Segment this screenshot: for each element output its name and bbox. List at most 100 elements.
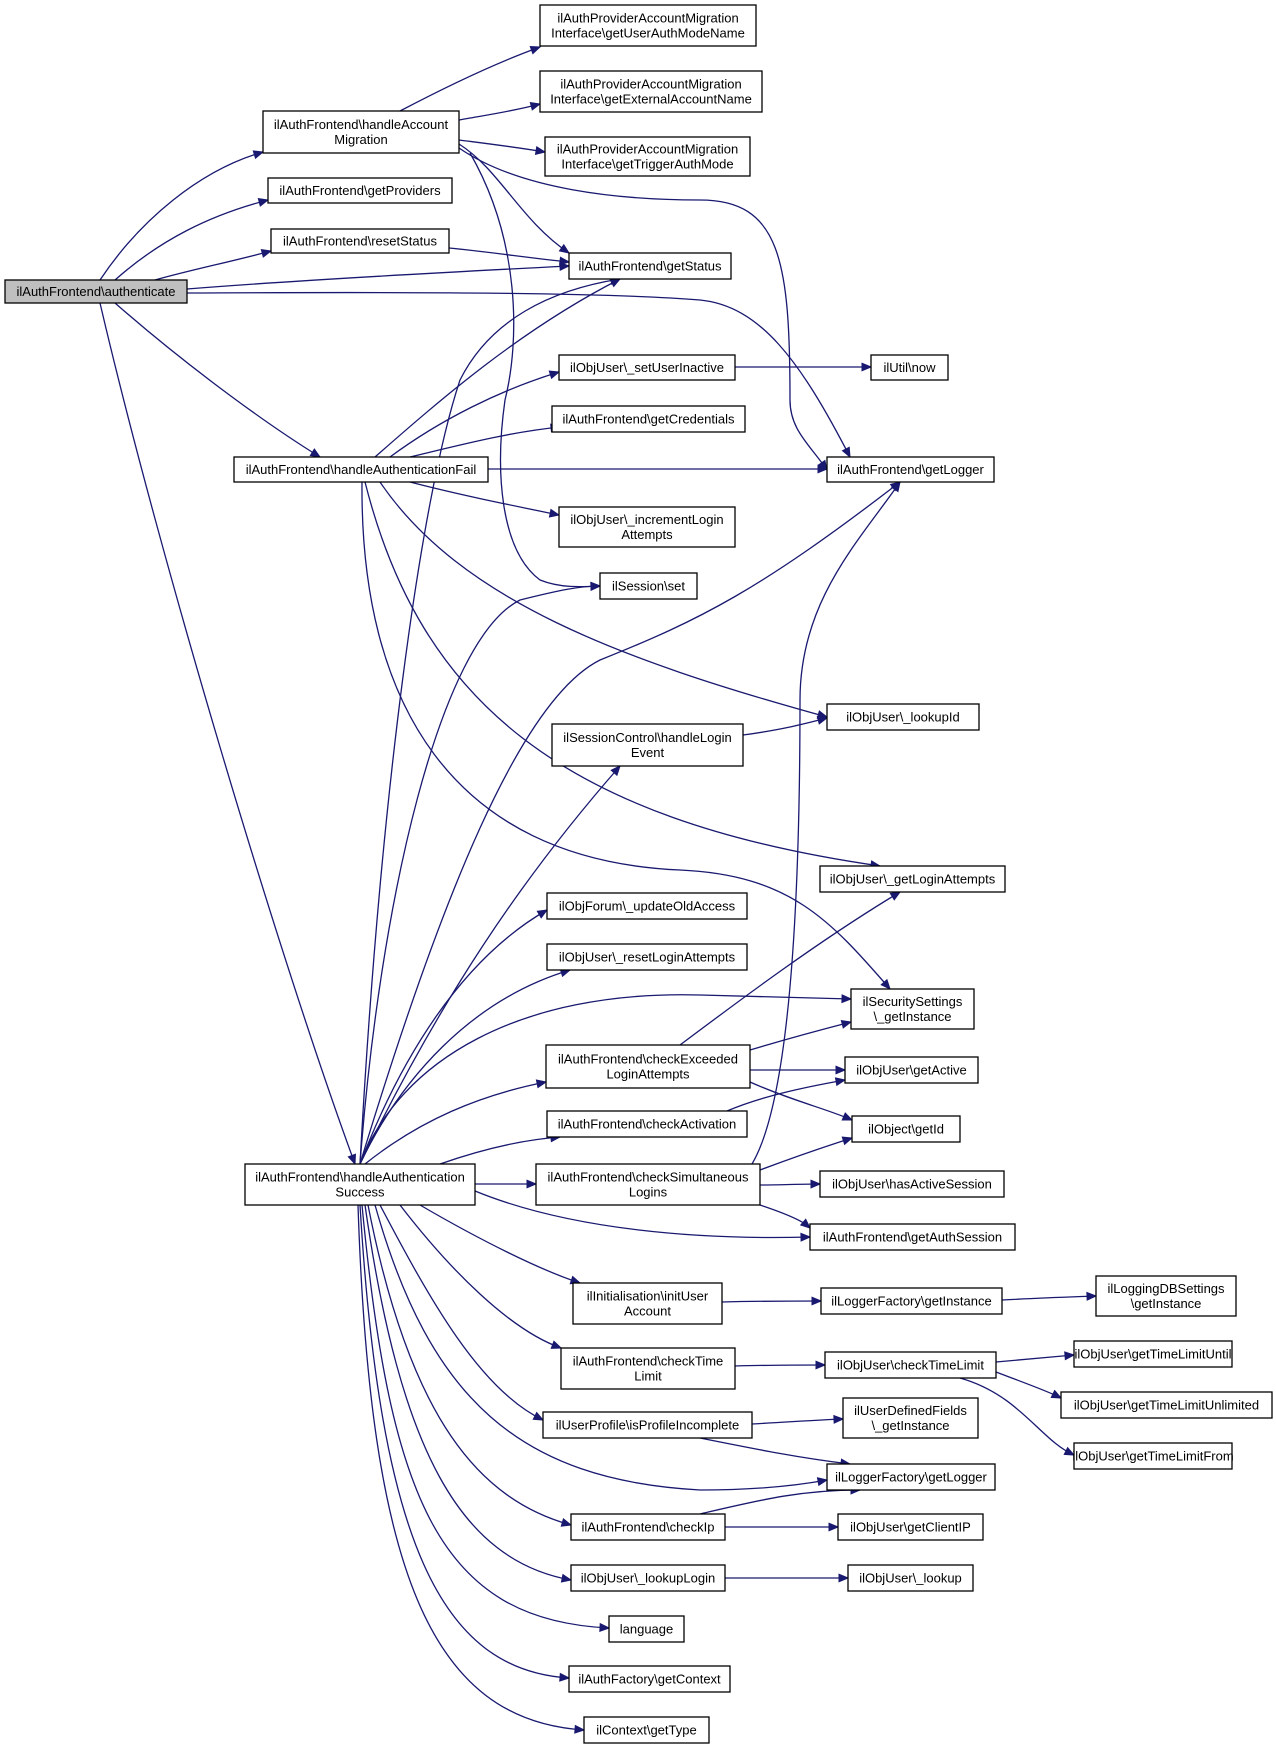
node-label: ilObjUser\getClientIP (850, 1520, 971, 1535)
node-box (539, 70, 763, 113)
edge-cela-to-ogid (749, 1081, 853, 1121)
node-box (570, 1564, 726, 1592)
node-suin[interactable]: ilObjUser\_setUserInactive (558, 354, 736, 381)
edge-csl-to-ogid-arrowhead (841, 1136, 854, 1146)
node-cela[interactable]: ilAuthFrontend\checkExceededLoginAttempt… (545, 1044, 751, 1089)
node-label: ilAuthFrontend\handleAccount (274, 117, 449, 132)
edge-iua-to-lfgi-arrowhead (811, 1296, 823, 1306)
node-hasact[interactable]: ilObjUser\hasActiveSession (819, 1170, 1005, 1198)
edge-upi-to-udf (751, 1418, 844, 1425)
node-label: \_getInstance (873, 1009, 951, 1024)
node-ctl[interactable]: ilAuthFrontend\checkTimeLimit (560, 1347, 736, 1390)
node-tlf[interactable]: ilObjUser\getTimeLimitFrom (1072, 1442, 1234, 1470)
node-label: ilLoggerFactory\getLogger (835, 1470, 987, 1485)
node-gcip[interactable]: ilObjUser\getClientIP (837, 1513, 984, 1541)
edge-hamig-to-guam (399, 46, 541, 112)
node-box (546, 892, 748, 920)
edge-auth-to-has-arrowhead (347, 1153, 357, 1166)
node-ogid[interactable]: ilObject\getId (851, 1115, 961, 1143)
node-ssgi[interactable]: ilSecuritySettings\_getInstance (850, 988, 975, 1030)
node-box (1060, 1391, 1273, 1419)
node-cip[interactable]: ilAuthFrontend\checkIp (570, 1513, 726, 1541)
node-gean[interactable]: ilAuthProviderAccountMigrationInterface\… (539, 70, 763, 113)
node-label: ilAuthProviderAccountMigration (557, 11, 738, 26)
node-gprov[interactable]: ilAuthFrontend\getProviders (267, 177, 453, 204)
edge-auth-to-gprov-arrowhead (257, 198, 270, 207)
node-box (570, 1513, 726, 1541)
node-cact[interactable]: ilAuthFrontend\checkActivation (546, 1110, 748, 1138)
node-label: Logins (629, 1185, 668, 1200)
edge-has-to-ctl (399, 1204, 562, 1349)
edge-uctl-to-tlf (959, 1377, 1075, 1456)
node-ldgi[interactable]: ilLoggingDBSettings\getInstance (1095, 1275, 1237, 1317)
edge-has-to-cip-arrowhead (560, 1517, 573, 1527)
node-tlu[interactable]: ilObjUser\getTimeLimitUntil (1073, 1340, 1233, 1368)
node-lkp[interactable]: ilObjUser\_lookup (847, 1564, 974, 1592)
node-guam[interactable]: ilAuthProviderAccountMigrationInterface\… (539, 4, 757, 47)
node-rla[interactable]: ilObjUser\_resetLoginAttempts (546, 943, 748, 971)
node-label: ilUserDefinedFields (854, 1403, 967, 1418)
node-box (826, 703, 980, 731)
node-uctl[interactable]: ilObjUser\checkTimeLimit (824, 1351, 997, 1379)
node-label: ilLoggingDBSettings (1107, 1281, 1225, 1296)
node-gstat[interactable]: ilAuthFrontend\getStatus (568, 252, 732, 280)
edge-has-to-cela-arrowhead (535, 1079, 548, 1089)
node-haf[interactable]: ilAuthFrontend\handleAuthenticationFail (233, 456, 489, 483)
node-box (826, 456, 995, 483)
edge-auth-to-glog-arrowhead (841, 446, 851, 459)
node-afgc[interactable]: ilAuthFactory\getContext (568, 1665, 731, 1693)
node-label: ilAuthFrontend\getStatus (578, 259, 722, 274)
edge-has-to-lfgl-arrowhead (816, 1477, 829, 1487)
node-label: ilLoggerFactory\getInstance (831, 1294, 991, 1309)
node-gtam[interactable]: ilAuthProviderAccountMigrationInterface\… (544, 136, 751, 177)
node-box (233, 456, 489, 483)
node-lid[interactable]: ilObjUser\_lookupId (826, 703, 980, 731)
node-gla[interactable]: ilObjUser\_getLoginAttempts (819, 865, 1006, 893)
edge-cela-to-gla (679, 891, 901, 1046)
node-auth[interactable]: ilAuthFrontend\authenticate (4, 279, 188, 304)
node-gas[interactable]: ilAuthFrontend\getAuthSession (809, 1223, 1016, 1251)
node-box (546, 943, 748, 971)
node-label: Attempts (621, 527, 673, 542)
edge-auth-to-glog (186, 291, 851, 458)
edge-has-to-llog-arrowhead (560, 1573, 573, 1583)
edge-hamig-to-gean (458, 103, 541, 121)
node-sset[interactable]: ilSession\set (599, 572, 698, 600)
edge-hamig-to-gstat (458, 143, 570, 254)
node-now[interactable]: ilUtil\now (870, 354, 949, 381)
node-label: ilAuthFrontend\checkExceeded (558, 1052, 738, 1067)
edge-has-to-cela (364, 1081, 547, 1165)
node-fuoa[interactable]: ilObjForum\_updateOldAccess (546, 892, 748, 920)
node-gact[interactable]: ilObjUser\getActive (844, 1056, 979, 1084)
node-lang[interactable]: language (608, 1615, 685, 1643)
node-label: ilAuthFrontend\getAuthSession (823, 1230, 1002, 1245)
edge-has-to-iua (419, 1204, 581, 1284)
edge-hamig-to-gtam-arrowhead (534, 145, 547, 155)
node-lfgl[interactable]: ilLoggerFactory\getLogger (826, 1463, 996, 1491)
node-label: ilObjUser\getTimeLimitUntil (1075, 1347, 1232, 1362)
node-box (820, 1287, 1003, 1315)
node-has[interactable]: ilAuthFrontend\handleAuthenticationSucce… (244, 1163, 476, 1206)
edge-rstat-to-gstat (448, 247, 570, 263)
node-label: ilUtil\now (883, 360, 936, 375)
node-cgt[interactable]: ilContext\getType (583, 1716, 710, 1744)
node-lfgi[interactable]: ilLoggerFactory\getInstance (820, 1287, 1003, 1315)
node-gcred[interactable]: ilAuthFrontend\getCredentials (551, 405, 746, 433)
node-rstat[interactable]: ilAuthFrontend\resetStatus (270, 228, 450, 254)
node-upi[interactable]: ilUserProfile\isProfileIncomplete (542, 1411, 753, 1439)
node-udf[interactable]: ilUserDefinedFields\_getInstance (842, 1397, 979, 1439)
node-glog[interactable]: ilAuthFrontend\getLogger (826, 456, 995, 483)
edge-llog-to-lkp-arrowhead (838, 1573, 850, 1583)
edge-has-to-gas-arrowhead (800, 1232, 812, 1242)
node-box (4, 279, 188, 304)
node-box (558, 506, 736, 548)
edge-uctl-to-tlf-arrowhead (1063, 1446, 1076, 1456)
node-tlun[interactable]: ilObjUser\getTimeLimitUnlimited (1060, 1391, 1273, 1419)
edge-has-to-csl-arrowhead (526, 1179, 538, 1189)
node-llog[interactable]: ilObjUser\_lookupLogin (570, 1564, 726, 1592)
